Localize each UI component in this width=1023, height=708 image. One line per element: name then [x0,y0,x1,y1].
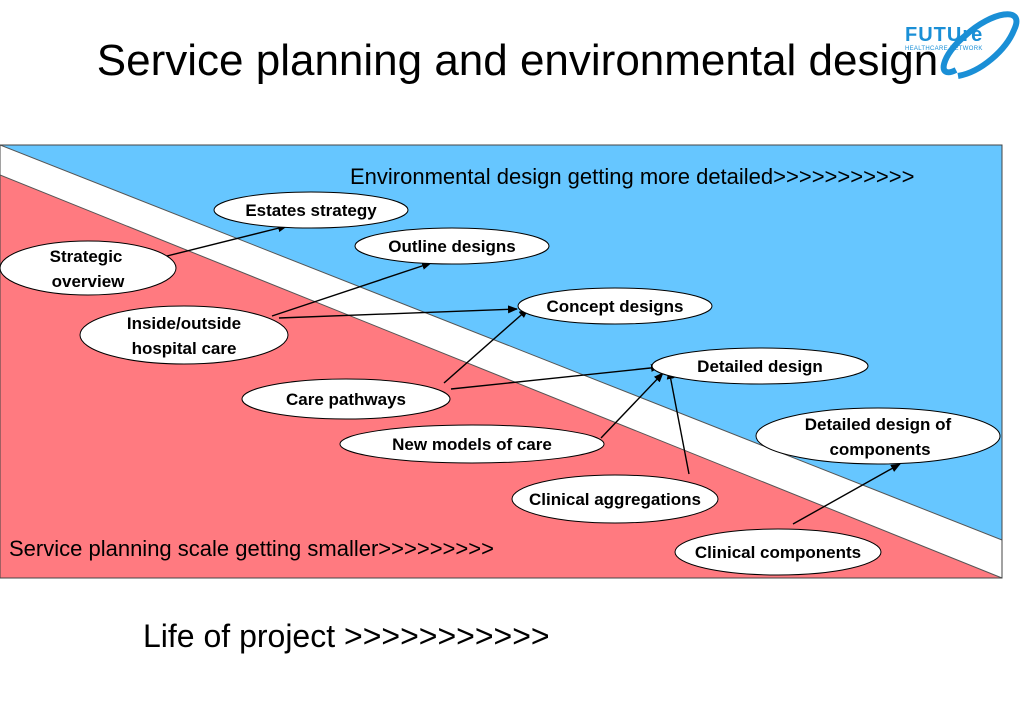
logo-wordmark: FUTUre [905,24,984,46]
node-label: overview [52,272,126,291]
arrow-care-to-detailed [450,363,661,390]
arrow-care-to-concept [443,308,529,384]
node-outline-designs: Outline designs [354,227,550,265]
arrow-newmodels-to-detailed [600,372,664,439]
arrow-inside-to-outline [271,262,432,317]
life-of-project-label: Life of project >>>>>>>>>>> [143,618,550,654]
node-label: Detailed design of [805,415,952,434]
node-label: Concept designs [547,297,684,316]
environmental-design-label: Environmental design getting more detail… [350,164,914,189]
slide-title: Service planning and environmental desig… [96,36,939,85]
node-label: Inside/outside [127,314,241,333]
node-label: hospital care [132,339,237,358]
logo-subtitle: HEALTHCARE NETWORK [905,46,983,52]
node-label: components [829,440,930,459]
logo-swoosh-icon [940,11,1020,79]
node-detailed-design-of-components: Detailed design of components [755,407,1001,465]
connector-arrows [162,224,901,525]
node-concept-designs: Concept designs [517,287,713,325]
node-label: Care pathways [286,390,406,409]
arrow-strategic-to-estates [162,224,288,258]
arrow-aggregations-to-detailed [666,369,690,475]
node-clinical-aggregations: Clinical aggregations [511,474,719,524]
node-label: Clinical aggregations [529,490,701,509]
node-label: Clinical components [695,543,861,562]
node-label: Outline designs [388,237,516,256]
node-new-models-of-care: New models of care [339,424,605,464]
node-label: Estates strategy [245,201,377,220]
node-label: Detailed design [697,357,823,376]
diagram-frame [0,144,1003,579]
node-clinical-components: Clinical components [674,528,882,576]
service-planning-label: Service planning scale getting smaller>>… [9,536,494,561]
node-care-pathways: Care pathways [241,378,451,420]
future-network-logo: FUTUre HEALTHCARE NETWORK [896,0,1023,90]
node-detailed-design: Detailed design [651,347,869,385]
node-inside-outside-hospital-care: Inside/outside hospital care [79,305,289,365]
node-estates-strategy: Estates strategy [213,191,409,229]
node-strategic-overview: Strategic overview [0,240,177,296]
node-label: Strategic [50,247,123,266]
node-label: New models of care [392,435,552,454]
arrow-inside-to-concept [278,305,518,319]
arrow-components-to-detailed-components [792,463,901,525]
